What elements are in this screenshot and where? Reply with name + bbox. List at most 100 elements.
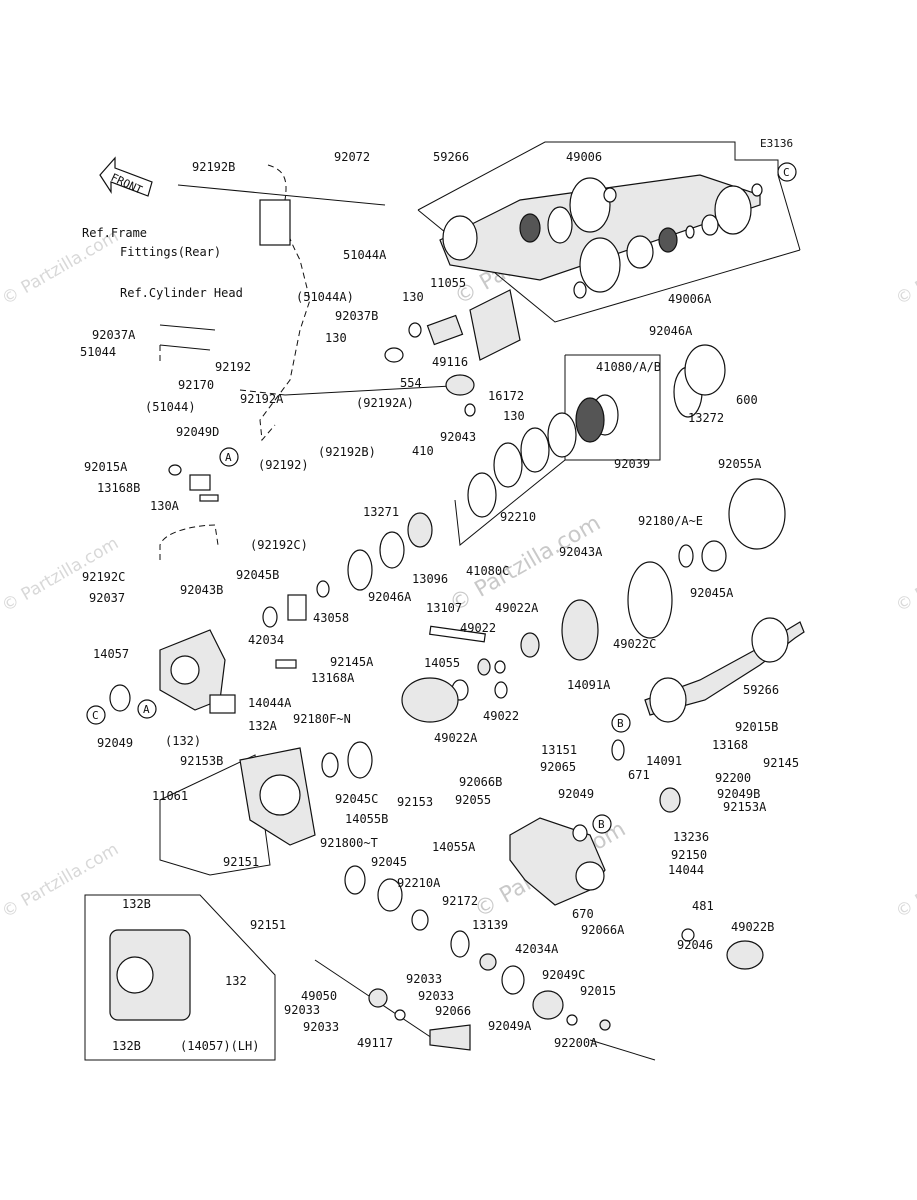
part-label[interactable]: 49022B	[731, 920, 774, 934]
part-label[interactable]: 92037	[89, 591, 125, 605]
part-label[interactable]: 600	[736, 393, 758, 407]
part-label[interactable]: 92055A	[718, 457, 762, 471]
part-label[interactable]: 670	[572, 907, 594, 921]
part-label[interactable]: 14044A	[248, 696, 292, 710]
part-label[interactable]: 921800~T	[320, 836, 378, 850]
part-label[interactable]: 92037A	[92, 328, 136, 342]
part-label[interactable]: 92033	[406, 972, 442, 986]
part-label[interactable]: 92151	[223, 855, 259, 869]
part-label[interactable]: 49006A	[668, 292, 712, 306]
part-label[interactable]: 14044	[668, 863, 704, 877]
part-label[interactable]: 92015	[580, 984, 616, 998]
part-label[interactable]: 92015B	[735, 720, 778, 734]
part-label[interactable]: 130	[402, 290, 424, 304]
part-label[interactable]: 14055	[424, 656, 460, 670]
part-label[interactable]: 92049	[558, 787, 594, 801]
part-label[interactable]: 14091A	[567, 678, 611, 692]
part-label[interactable]: 59266	[433, 150, 469, 164]
part-label[interactable]: 41080/A/B	[596, 360, 661, 374]
part-label[interactable]: 92145	[763, 756, 799, 770]
part-label[interactable]: 13096	[412, 572, 448, 586]
part-label[interactable]: 92049	[97, 736, 133, 750]
part-label[interactable]: 92066	[435, 1004, 471, 1018]
part-label[interactable]: 92153A	[723, 800, 767, 814]
part-label[interactable]: 92043	[440, 430, 476, 444]
part-label[interactable]: 92043A	[559, 545, 603, 559]
part-label[interactable]: 92045	[371, 855, 407, 869]
part-label[interactable]: (92192B)	[318, 445, 376, 459]
part-label[interactable]: 92033	[284, 1003, 320, 1017]
part-label[interactable]: 14057	[93, 647, 129, 661]
part-label[interactable]: 49050	[301, 989, 337, 1003]
part-label[interactable]: 49022C	[613, 637, 656, 651]
part-label[interactable]: 92150	[671, 848, 707, 862]
part-label[interactable]: 16172	[488, 389, 524, 403]
part-label[interactable]: 92033	[303, 1020, 339, 1034]
part-label[interactable]: (92192A)	[356, 396, 414, 410]
part-label[interactable]: 92049A	[488, 1019, 532, 1033]
part-label[interactable]: 14091	[646, 754, 682, 768]
part-label[interactable]: 92180/A~E	[638, 514, 703, 528]
part-label[interactable]: 49006	[566, 150, 602, 164]
part-label[interactable]: 130	[503, 409, 525, 423]
part-label[interactable]: 13107	[426, 601, 462, 615]
part-label[interactable]: 92049C	[542, 968, 585, 982]
part-label[interactable]: (132)	[165, 734, 201, 748]
part-label[interactable]: 49022A	[434, 731, 478, 745]
part-label[interactable]: 92033	[418, 989, 454, 1003]
part-label[interactable]: 13168A	[311, 671, 355, 685]
part-label[interactable]: 92153	[397, 795, 433, 809]
part-label[interactable]: 92045C	[335, 792, 378, 806]
part-label[interactable]: 13272	[688, 411, 724, 425]
part-label[interactable]: 130	[325, 331, 347, 345]
part-label[interactable]: 92066A	[581, 923, 625, 937]
part-label[interactable]: 92046	[677, 938, 713, 952]
part-label[interactable]: 92046A	[368, 590, 412, 604]
part-label[interactable]: 92037B	[335, 309, 378, 323]
part-label[interactable]: 13271	[363, 505, 399, 519]
part-label[interactable]: 92145A	[330, 655, 374, 669]
part-label[interactable]: 49116	[432, 355, 468, 369]
part-label[interactable]: 92055	[455, 793, 491, 807]
part-label[interactable]: 13168B	[97, 481, 140, 495]
part-label[interactable]: 11055	[430, 276, 466, 290]
part-label[interactable]: 92049B	[717, 787, 760, 801]
part-label[interactable]: 49117	[357, 1036, 393, 1050]
part-label[interactable]: 92172	[442, 894, 478, 908]
part-label[interactable]: 92072	[334, 150, 370, 164]
part-label[interactable]: 11061	[152, 789, 188, 803]
part-label[interactable]: 51044A	[343, 248, 387, 262]
part-label[interactable]: 92153B	[180, 754, 223, 768]
part-label[interactable]: 49022	[460, 621, 496, 635]
part-label[interactable]: 92210A	[397, 876, 441, 890]
part-label[interactable]: (51044)	[145, 400, 196, 414]
part-label[interactable]: 92192	[215, 360, 251, 374]
part-label[interactable]: 92046A	[649, 324, 693, 338]
part-label[interactable]: (51044A)	[296, 290, 354, 304]
part-label[interactable]: 92151	[250, 918, 286, 932]
part-label[interactable]: 92200	[715, 771, 751, 785]
part-label[interactable]: 92200A	[554, 1036, 598, 1050]
part-label[interactable]: 132A	[248, 719, 278, 733]
part-label[interactable]: 671	[628, 768, 650, 782]
part-label[interactable]: 554	[400, 376, 422, 390]
part-label[interactable]: 14055B	[345, 812, 388, 826]
part-label[interactable]: 92045B	[236, 568, 279, 582]
part-label[interactable]: 92210	[500, 510, 536, 524]
part-label[interactable]: 13139	[472, 918, 508, 932]
part-label[interactable]: 92192A	[240, 392, 284, 406]
part-label[interactable]: 92192B	[192, 160, 235, 174]
part-label[interactable]: 59266	[743, 683, 779, 697]
part-label[interactable]: 92192C	[82, 570, 125, 584]
part-label[interactable]: 49022	[483, 709, 519, 723]
part-label[interactable]: 51044	[80, 345, 116, 359]
part-label[interactable]: 13168	[712, 738, 748, 752]
part-label[interactable]: 49022A	[495, 601, 539, 615]
part-label[interactable]: 42034A	[515, 942, 559, 956]
part-label[interactable]: 92039	[614, 457, 650, 471]
part-label[interactable]: 42034	[248, 633, 284, 647]
part-label[interactable]: (92192C)	[250, 538, 308, 552]
part-label[interactable]: 410	[412, 444, 434, 458]
part-label[interactable]: 92180F~N	[293, 712, 351, 726]
part-label[interactable]: 13236	[673, 830, 709, 844]
